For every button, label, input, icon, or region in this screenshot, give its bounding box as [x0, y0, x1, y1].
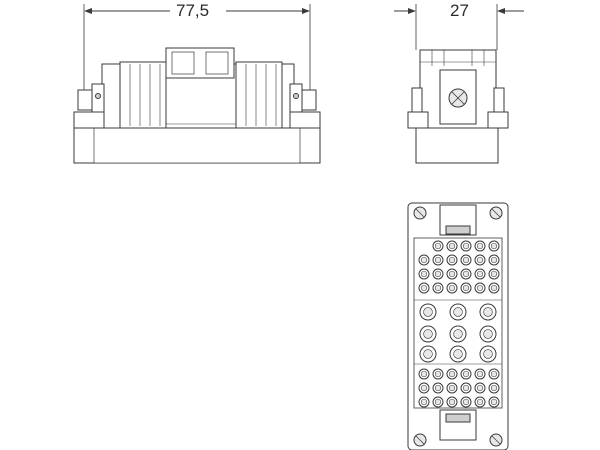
dimension-width: [83, 4, 311, 96]
contact-grid: [418, 240, 500, 408]
contact-pin-socket: [483, 349, 493, 359]
contact-pin-socket: [490, 270, 498, 278]
dimension-label-width: 77,5: [176, 1, 210, 20]
contact-pin-socket: [434, 370, 442, 378]
contact-pin-socket: [453, 307, 463, 317]
contact-face-view: [407, 202, 509, 450]
contact-pin-socket: [420, 370, 428, 378]
front-view: [73, 47, 321, 164]
contact-pin-socket: [462, 270, 470, 278]
contact-pin-socket: [420, 384, 428, 392]
contact-pin-socket: [483, 307, 493, 317]
contact-pin-socket: [420, 270, 428, 278]
contact-pin-socket: [448, 256, 456, 264]
contact-pin-socket: [476, 284, 484, 292]
contact-pin-socket: [453, 349, 463, 359]
contact-pin-socket: [448, 284, 456, 292]
contact-pin-socket: [476, 242, 484, 250]
contact-pin-socket: [490, 256, 498, 264]
contact-pin-socket: [434, 270, 442, 278]
contact-pin-socket: [490, 384, 498, 392]
side-view: [407, 49, 509, 164]
contact-pin-socket: [420, 284, 428, 292]
contact-pin-socket: [453, 329, 463, 339]
contact-pin-socket: [434, 256, 442, 264]
contact-pin-socket: [476, 370, 484, 378]
contact-pin-socket: [434, 242, 442, 250]
contact-pin-socket: [448, 242, 456, 250]
contact-pin-socket: [476, 384, 484, 392]
contact-pin-socket: [434, 284, 442, 292]
contact-pin-socket: [423, 307, 433, 317]
contact-pin-socket: [490, 284, 498, 292]
contact-pin-socket: [434, 398, 442, 406]
contact-pin-socket: [448, 384, 456, 392]
contact-pin-socket: [423, 349, 433, 359]
contact-pin-socket: [423, 329, 433, 339]
contact-pin-socket: [462, 370, 470, 378]
contact-pin-socket: [462, 384, 470, 392]
contact-pin-socket: [462, 284, 470, 292]
contact-pin-socket: [462, 242, 470, 250]
contact-pin-socket: [420, 398, 428, 406]
dimension-depth: [394, 4, 524, 50]
contact-pin-socket: [490, 242, 498, 250]
contact-pin-socket: [462, 398, 470, 406]
contact-pin-socket: [420, 256, 428, 264]
dimension-label-depth: 27: [450, 1, 469, 20]
contact-pin-socket: [434, 384, 442, 392]
contact-pin-socket: [490, 398, 498, 406]
contact-pin-socket: [448, 270, 456, 278]
contact-pin-socket: [483, 329, 493, 339]
contact-pin-socket: [448, 398, 456, 406]
contact-pin-socket: [490, 370, 498, 378]
contact-pin-socket: [462, 256, 470, 264]
contact-pin-socket: [476, 270, 484, 278]
contact-pin-socket: [448, 370, 456, 378]
contact-pin-socket: [476, 256, 484, 264]
contact-pin-socket: [476, 398, 484, 406]
